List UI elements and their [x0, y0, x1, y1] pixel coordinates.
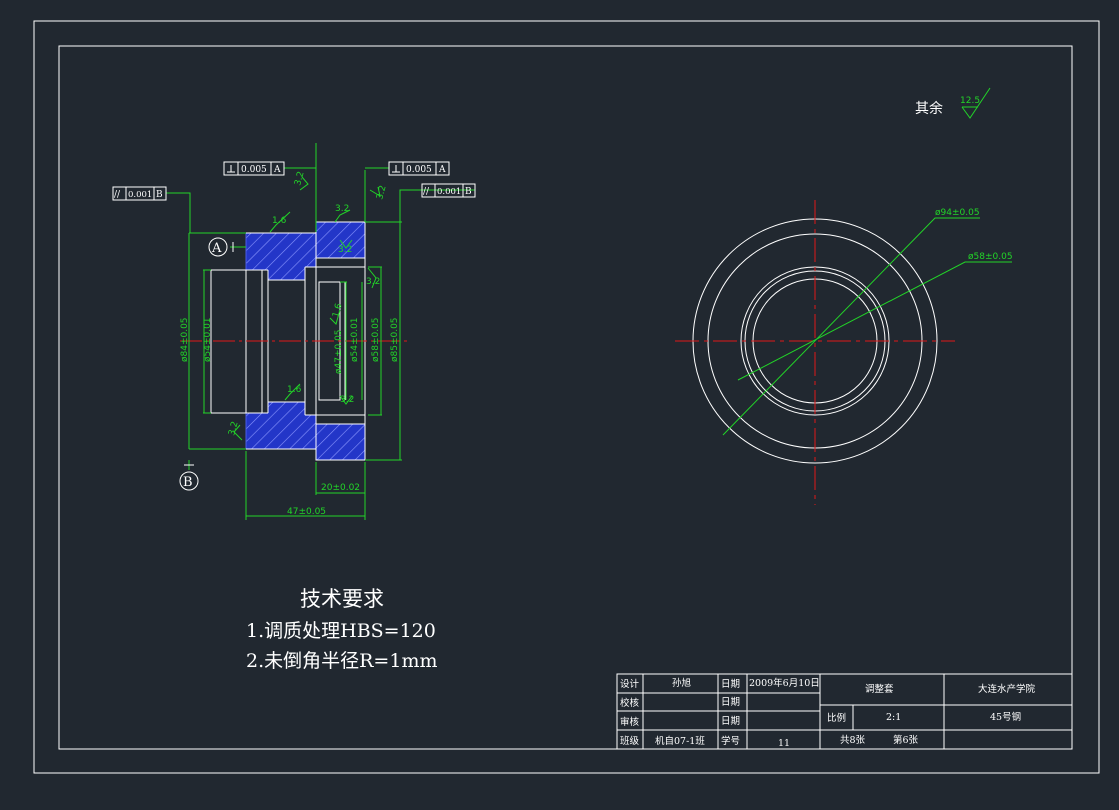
- dim-d54-left: ø54±0.01: [203, 317, 213, 362]
- svg-text://: //: [114, 190, 121, 200]
- dim-d58-view: ø58±0.05: [968, 252, 1013, 262]
- svg-text:1.6: 1.6: [287, 385, 302, 395]
- svg-text:日期: 日期: [721, 716, 740, 727]
- roughness-label: 其余: [915, 100, 943, 117]
- dim-d94-view: ø94±0.05: [935, 208, 980, 218]
- notes-heading: 技术要求: [300, 587, 384, 611]
- svg-text:11: 11: [778, 738, 790, 749]
- svg-text:审核: 审核: [620, 716, 640, 728]
- tol-perp-right: 0.005 A: [388, 161, 450, 176]
- dim-len20: 20±0.02: [321, 483, 360, 493]
- notes-line1: 1.调质处理HBS=120: [246, 620, 436, 642]
- svg-text:0.001: 0.001: [437, 187, 461, 197]
- dim-d84: ø84±0.05: [180, 317, 190, 362]
- svg-text:3.2: 3.2: [366, 277, 380, 287]
- svg-text:比例: 比例: [827, 712, 846, 724]
- svg-text:3.2: 3.2: [335, 204, 349, 214]
- inner-frame: [58, 45, 1073, 750]
- notes-line2: 2.未倒角半径R=1mm: [246, 650, 437, 672]
- dim-d54-right: ø54±0.01: [350, 317, 360, 362]
- svg-text:1.6: 1.6: [331, 302, 344, 319]
- svg-text:班级: 班级: [620, 735, 640, 747]
- roughness-value: 12.5: [960, 96, 980, 106]
- svg-text:调整套: 调整套: [865, 683, 894, 695]
- svg-text:共8张: 共8张: [840, 735, 866, 746]
- tol-perp-left: 0.005 A: [223, 161, 285, 176]
- tol-parallel-right: // 0.001 B: [421, 183, 476, 198]
- svg-text:2:1: 2:1: [886, 712, 901, 723]
- dim-d58: ø58±0.05: [371, 317, 381, 362]
- svg-text:机自07-1班: 机自07-1班: [655, 735, 705, 747]
- section-view: ø84±0.05 ø54±0.01 ø47±0.05 ø54±0.01 ø58±…: [112, 143, 476, 520]
- svg-text:孙旭: 孙旭: [672, 677, 692, 689]
- svg-text:B: B: [465, 187, 472, 197]
- datum-b: B: [179, 464, 199, 491]
- dim-len47: 47±0.05: [287, 507, 326, 517]
- svg-text:B: B: [156, 190, 163, 200]
- svg-text:日期: 日期: [721, 697, 740, 708]
- svg-text:45号钢: 45号钢: [990, 711, 1021, 723]
- svg-text:A: A: [438, 165, 446, 175]
- svg-text:2009年6月10日: 2009年6月10日: [749, 677, 820, 689]
- svg-text:0.001: 0.001: [128, 190, 152, 200]
- svg-text:A: A: [273, 165, 281, 175]
- svg-text:3.2: 3.2: [227, 420, 240, 436]
- svg-text:B: B: [183, 475, 193, 490]
- svg-text:0.005: 0.005: [241, 165, 267, 175]
- svg-text:3.2: 3.2: [375, 184, 388, 200]
- svg-text:大连水产学院: 大连水产学院: [978, 683, 1036, 695]
- svg-text:A: A: [211, 241, 222, 256]
- svg-text:1.6: 1.6: [272, 216, 287, 226]
- datum-a: A: [208, 237, 234, 257]
- svg-text:第6张: 第6张: [893, 734, 919, 746]
- svg-text:学号: 学号: [721, 735, 740, 747]
- surface-marks: 1.6 3.2 3.2 3.2 3.2 3.2 1.6 1.6 3.2 3.2: [227, 170, 389, 441]
- svg-text:3.2: 3.2: [293, 170, 306, 186]
- technical-notes: 技术要求 1.调质处理HBS=120 2.未倒角半径R=1mm: [246, 587, 437, 672]
- dim-d85: ø85±0.05: [390, 317, 400, 362]
- svg-text:3.2: 3.2: [340, 395, 354, 405]
- svg-text://: //: [423, 187, 430, 197]
- svg-text:0.005: 0.005: [406, 165, 432, 175]
- dim-d47: ø47±0.05: [334, 329, 344, 374]
- svg-text:校核: 校核: [620, 697, 640, 709]
- general-roughness: 其余 12.5: [915, 87, 991, 119]
- svg-text:3.2: 3.2: [338, 245, 352, 255]
- outer-frame: [33, 20, 1100, 774]
- tol-parallel-left: // 0.001 B: [112, 186, 167, 201]
- title-block: 设计 孙旭 日期 2009年6月10日 校核 日期 审核 日期 班级 机自07-…: [616, 673, 1073, 750]
- end-view: ø94±0.05 ø58±0.05: [675, 200, 1013, 505]
- svg-text:设计: 设计: [620, 678, 640, 690]
- svg-text:日期: 日期: [721, 679, 740, 690]
